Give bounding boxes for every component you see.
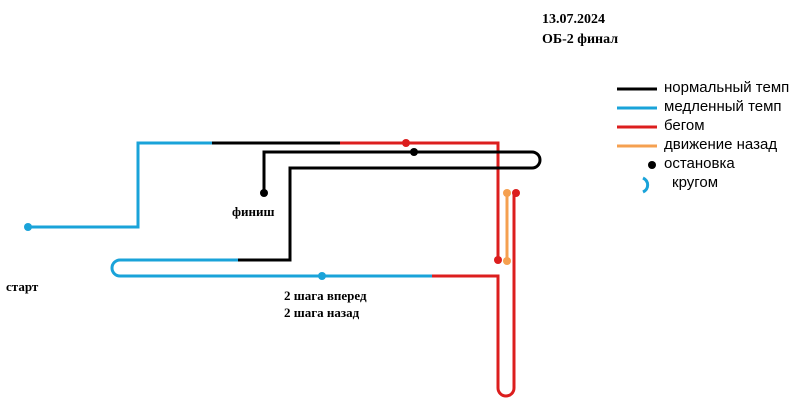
finish-dot <box>260 189 268 197</box>
legend-label-4: остановка <box>664 155 735 172</box>
steps-dot <box>318 272 326 280</box>
legend-swatch-5 <box>642 176 650 194</box>
diagram-date: 13.07.2024 <box>542 12 605 27</box>
diagram-subtitle: ОБ-2 финал <box>542 32 619 47</box>
start-dot <box>24 223 32 231</box>
route-normal-loop <box>238 150 542 262</box>
route-slow-start <box>28 141 212 229</box>
route-slow-lower <box>110 258 432 278</box>
steps-back-label: 2 шага назад <box>284 305 360 320</box>
run-dot-mid <box>494 256 502 264</box>
finish-label: финиш <box>232 204 275 219</box>
legend-swatch-4 <box>648 161 656 169</box>
stop-dot-top <box>410 148 418 156</box>
legend-label-5: кругом <box>672 174 719 191</box>
backward-dot-bottom <box>503 257 511 265</box>
route-run-lower <box>432 193 516 398</box>
legend-label-3: движение назад <box>664 136 778 153</box>
legend-label-0: нормальный темп <box>664 79 790 96</box>
start-label: старт <box>6 279 39 294</box>
legend-label-1: медленный темп <box>664 98 782 115</box>
route-run-upper <box>340 141 500 260</box>
run-dot-right <box>512 189 520 197</box>
backward-dot-top <box>503 189 511 197</box>
legend <box>617 87 657 194</box>
run-dot-top <box>402 139 410 147</box>
steps-forward-label: 2 шага вперед <box>284 288 367 303</box>
legend-label-2: бегом <box>664 117 705 134</box>
